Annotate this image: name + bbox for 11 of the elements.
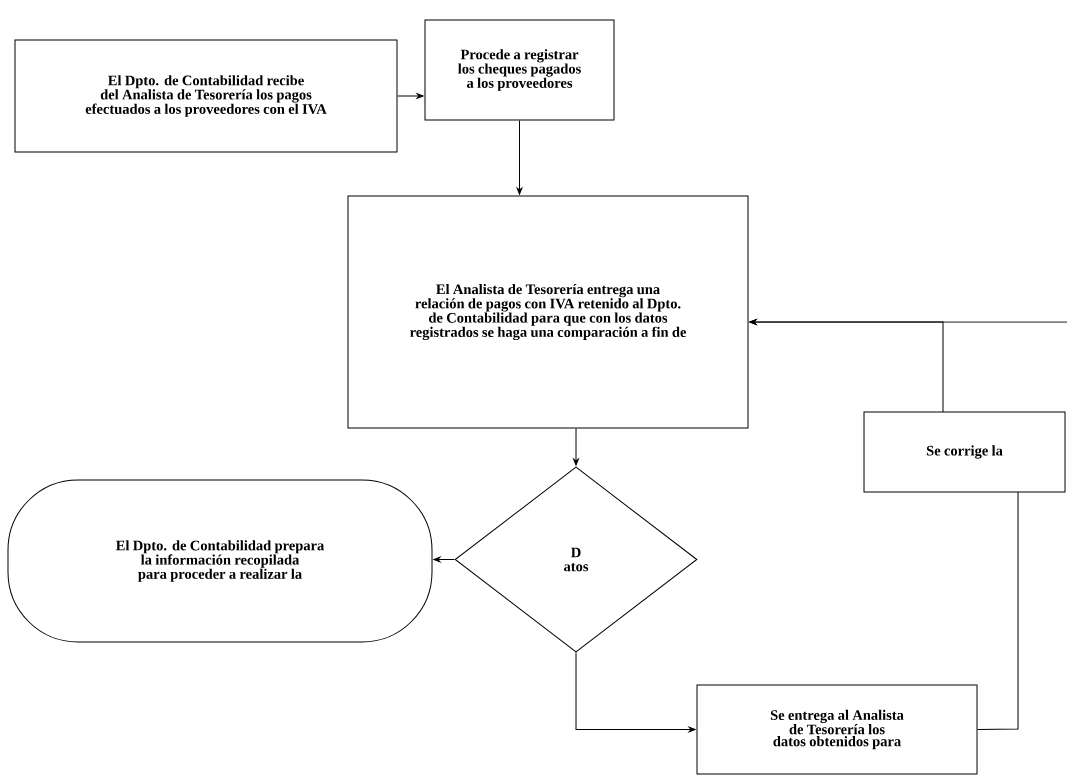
- process-box: El Dpto. de Contabilidad recibe del Analista de Tesorería los pagos efectuados a los proveedores con el IVA: [14, 39, 398, 153]
- arrow: [749, 319, 1067, 325]
- arrow: [573, 428, 579, 466]
- process-box: El Analista de Tesorería entrega una relación de pagos con IVA retenido al Dpto. de Contabilidad para que con los datos registrados se haga una comparación a fin de: [347, 195, 749, 429]
- arrow: [433, 556, 455, 563]
- arrow: [397, 93, 424, 99]
- arrow: [516, 120, 523, 195]
- process-box: Se corrige la: [863, 411, 1066, 493]
- process-box: Procede a registrar los cheques pagados a los proveedores: [424, 19, 615, 121]
- arrow: [575, 652, 696, 733]
- process-box: Se entrega al Analista de Tesorería los datos obtenidos para: [696, 684, 978, 775]
